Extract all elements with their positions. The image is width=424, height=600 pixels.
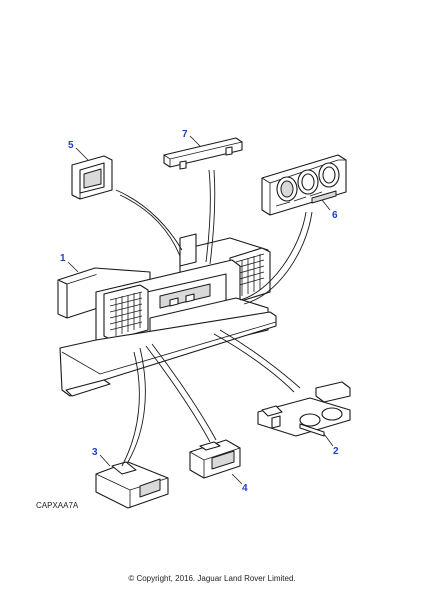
part-2-console-base [257,381,351,437]
callout-leaders [67,135,334,485]
callout-5: 5 [68,140,74,151]
part-3-switch-bracket [95,461,169,509]
diagram-code: CAPXAA7A [36,501,79,510]
part-5-bezel [71,155,113,200]
assembly-guide-lines [115,169,313,467]
copyright-notice: © Copyright, 2016. Jaguar Land Rover Lim… [128,574,296,583]
part-6-control-panel [261,154,347,216]
callout-1: 1 [60,253,66,264]
callout-3: 3 [92,447,98,458]
callout-6: 6 [332,210,338,221]
part-4-switch-housing [189,439,241,479]
part-7-finisher-strip [163,137,243,170]
callout-2: 2 [333,446,339,457]
centre-fascia-assembly [59,233,277,397]
callout-4: 4 [242,483,248,494]
callout-7: 7 [182,129,188,140]
